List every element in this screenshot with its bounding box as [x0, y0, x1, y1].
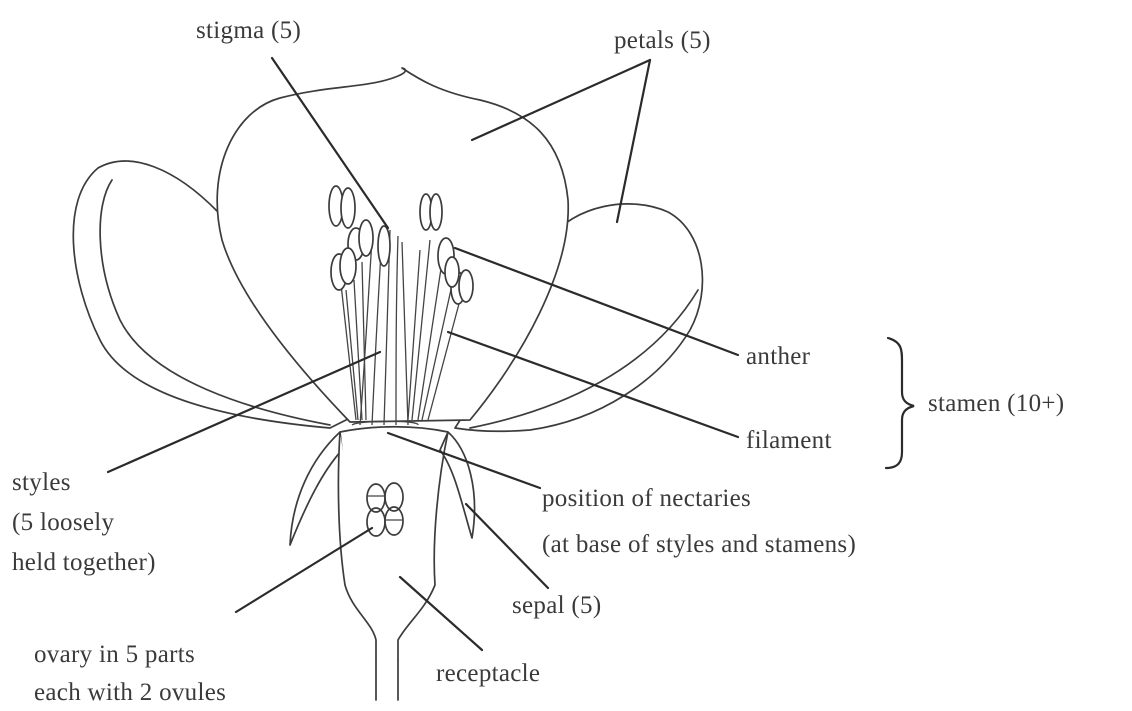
ovary-label-line2: each with 2 ovules: [34, 679, 226, 706]
styles-label-line1: styles: [12, 469, 71, 496]
petals-label: petals (5): [614, 27, 711, 54]
sepal-label: sepal (5): [512, 592, 601, 619]
styles-label-line3: held together): [12, 549, 156, 576]
ovary-label-line1: ovary in 5 parts: [34, 641, 195, 668]
stigma-label: stigma (5): [196, 17, 301, 44]
filament-label: filament: [746, 427, 832, 454]
sepal-leader: [466, 504, 548, 588]
receptacle-body: [338, 427, 448, 660]
receptacle-stalk: [376, 660, 398, 700]
nectaries-label-line2: (at base of styles and stamens): [542, 531, 856, 558]
stamen-brace: [886, 338, 914, 468]
nectaries-label-line1: position of nectaries: [542, 485, 751, 512]
left-sepal: [290, 432, 342, 545]
receptacle-label: receptacle: [436, 660, 540, 687]
petals-leader-2: [617, 60, 650, 222]
anther-label: anther: [746, 343, 811, 370]
styles-label-line2: (5 loosely: [12, 509, 114, 536]
petals-leader-1: [472, 60, 650, 140]
stamen-label: stamen (10+): [928, 390, 1064, 417]
flower-illustration: [73, 68, 702, 700]
